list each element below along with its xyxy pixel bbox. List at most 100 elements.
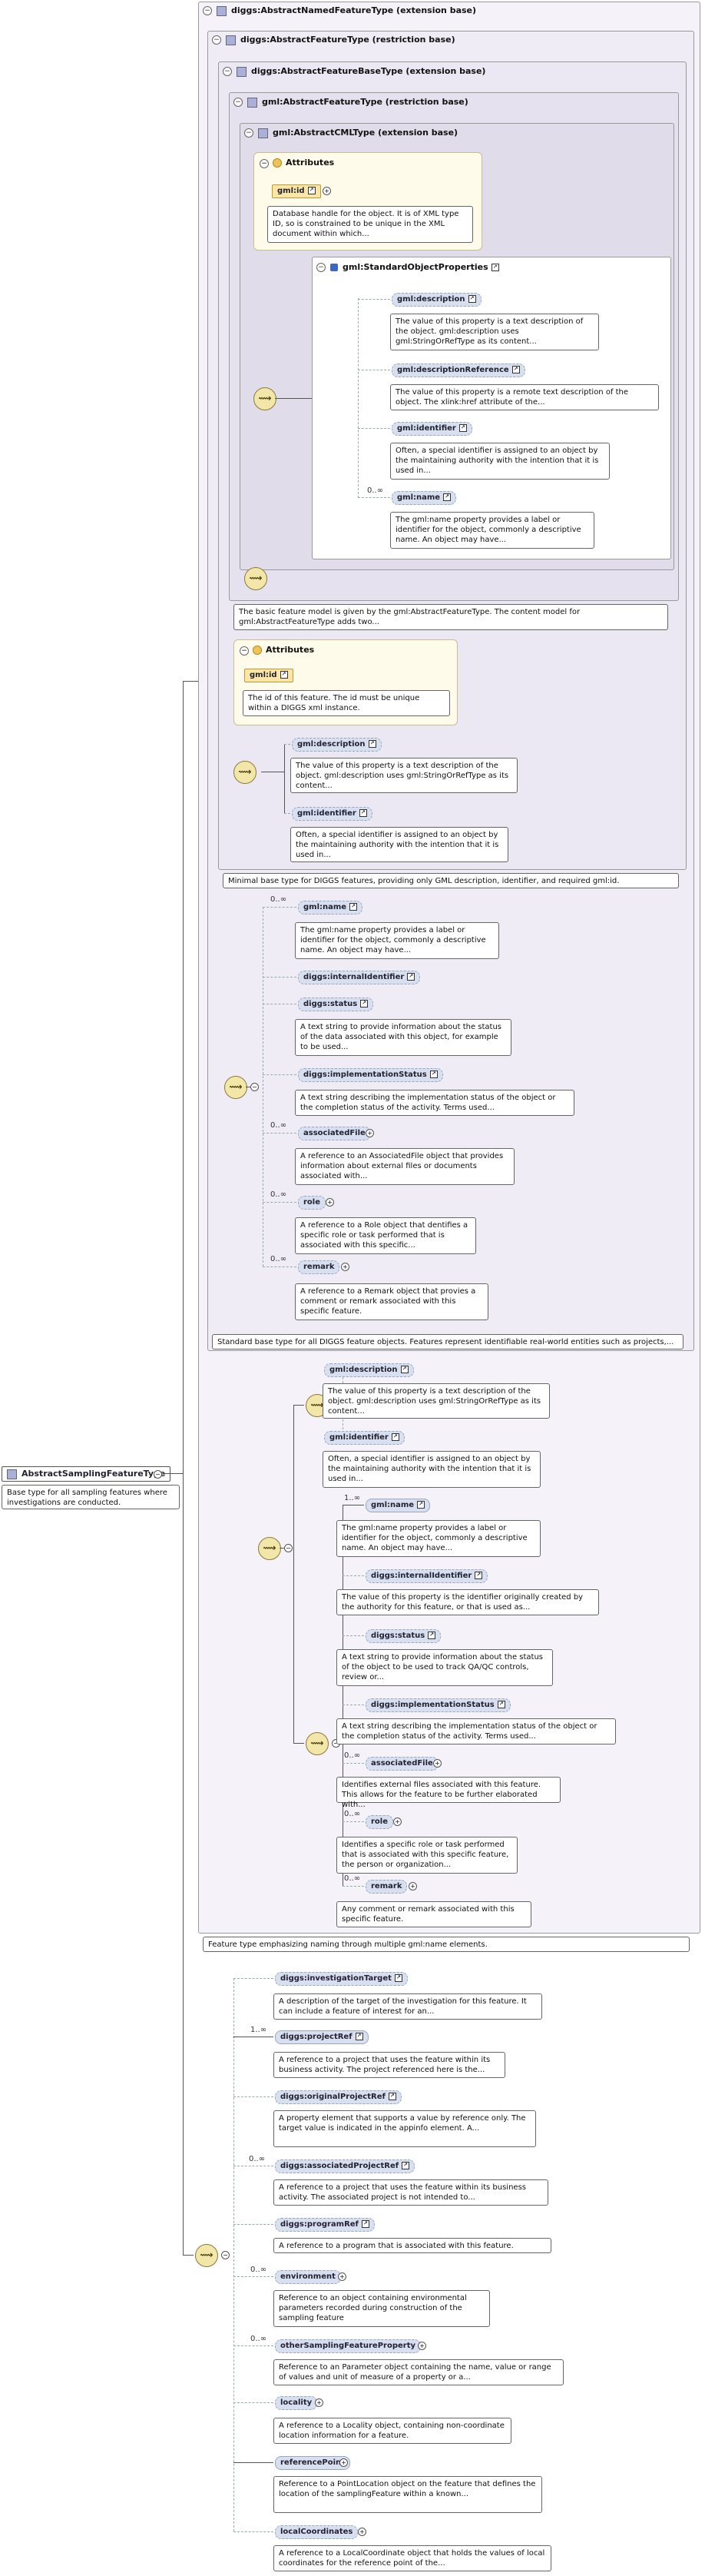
complex-type-icon: [7, 1469, 17, 1479]
element-role[interactable]: role: [366, 1815, 394, 1829]
element-associated-file[interactable]: associatedFile: [366, 1757, 439, 1771]
sequence-compositor-icon[interactable]: ⟿: [253, 387, 276, 410]
attributes-label[interactable]: −Attributes: [260, 158, 334, 168]
element-diggs-internal-identifier[interactable]: diggs:internalIdentifier↗: [298, 971, 421, 984]
reference-icon: ↗: [511, 366, 520, 373]
element-local-coordinates[interactable]: localCoordinates: [275, 2525, 359, 2539]
connector-line: [358, 298, 359, 498]
doc-diggs-implementation-status: A text string describing the implementat…: [336, 1718, 616, 1744]
sequence-compositor-icon[interactable]: ⟿: [244, 567, 267, 590]
expand-icon[interactable]: −: [284, 1544, 293, 1552]
toggle-icon[interactable]: −: [244, 128, 253, 138]
connector-line: [163, 1473, 183, 1474]
element-gml-description[interactable]: gml:description↗: [292, 738, 382, 752]
attributes-label[interactable]: −Attributes: [240, 645, 314, 656]
toggle-icon[interactable]: −: [203, 6, 212, 15]
element-diggs-investigation-target[interactable]: diggs:investigationTarget↗: [275, 1972, 408, 1986]
element-role[interactable]: role: [298, 1196, 326, 1210]
element-reference-point[interactable]: referencePoint: [275, 2456, 350, 2470]
sequence-compositor-icon[interactable]: ⟿: [306, 1732, 329, 1755]
element-gml-identifier[interactable]: gml:identifier↗: [292, 807, 372, 821]
element-environment[interactable]: environment: [275, 2270, 341, 2284]
label-text: diggs:investigationTarget: [280, 1974, 392, 1983]
header-gml-cml[interactable]: −gml:AbstractCMLType (extension base): [244, 128, 458, 138]
doc-gml-name: The gml:name property provides a label o…: [336, 1520, 541, 1557]
sequence-compositor-icon[interactable]: ⟿: [195, 2244, 218, 2267]
cardinality-label: 0..∞: [367, 486, 384, 495]
element-associated-file[interactable]: associatedFile: [298, 1127, 371, 1140]
element-gml-name[interactable]: gml:name↗: [298, 901, 363, 915]
expand-icon[interactable]: −: [154, 1470, 162, 1479]
header-standard-object-properties[interactable]: −gml:StandardObjectProperties↗: [316, 262, 499, 272]
element-remark[interactable]: remark: [366, 1880, 408, 1894]
reference-icon: ↗: [359, 809, 367, 817]
element-diggs-status[interactable]: diggs:status↗: [366, 1629, 442, 1643]
expand-icon[interactable]: +: [366, 1129, 374, 1137]
element-other-sampling-feature-property[interactable]: otherSamplingFeatureProperty: [275, 2339, 422, 2353]
toggle-icon[interactable]: −: [316, 263, 326, 272]
expand-icon[interactable]: +: [338, 2272, 346, 2281]
doc-reference-point: Reference to a PointLocation object on t…: [273, 2476, 542, 2513]
label-text: role: [303, 1198, 321, 1207]
doc-associated-file: Identifies external files associated wit…: [336, 1777, 561, 1809]
toggle-icon[interactable]: −: [223, 67, 232, 76]
element-diggs-project-ref[interactable]: diggs:projectRef↗: [275, 2030, 369, 2044]
expand-icon[interactable]: +: [339, 2458, 348, 2467]
element-remark[interactable]: remark: [298, 1260, 340, 1274]
sequence-compositor-icon[interactable]: ⟿: [224, 1076, 247, 1099]
expand-icon[interactable]: +: [341, 1263, 349, 1271]
connector-line: [233, 2531, 273, 2532]
element-locality[interactable]: locality: [275, 2396, 318, 2410]
attr-gml-id[interactable]: gml:id↗: [244, 669, 293, 682]
toggle-icon[interactable]: −: [240, 646, 249, 656]
reference-icon: ↗: [407, 973, 415, 981]
element-diggs-original-project-ref[interactable]: diggs:originalProjectRef↗: [275, 2090, 402, 2104]
element-gml-identifier[interactable]: gml:identifier↗: [324, 1431, 405, 1445]
complex-type-icon: [258, 128, 268, 138]
label-text: gml:name: [371, 1501, 415, 1509]
attr-gml-id[interactable]: gml:id↗: [272, 184, 321, 198]
reference-icon: ↗: [429, 1071, 438, 1078]
sequence-compositor-icon[interactable]: ⟿: [258, 1537, 281, 1560]
expand-icon[interactable]: +: [418, 2342, 426, 2350]
element-gml-identifier[interactable]: gml:identifier↗: [392, 422, 472, 436]
expand-icon[interactable]: −: [250, 1083, 259, 1091]
element-diggs-associated-project-ref[interactable]: diggs:associatedProjectRef↗: [275, 2159, 415, 2173]
element-diggs-internal-identifier[interactable]: diggs:internalIdentifier↗: [366, 1569, 488, 1583]
label-text: diggs:status: [303, 1000, 358, 1008]
header-feature-base[interactable]: −diggs:AbstractFeatureBaseType (extensio…: [223, 66, 485, 77]
element-diggs-program-ref[interactable]: diggs:programRef↗: [275, 2218, 375, 2232]
element-gml-description-reference[interactable]: gml:descriptionReference↗: [392, 363, 525, 377]
expand-icon[interactable]: +: [315, 2398, 323, 2407]
element-gml-description[interactable]: gml:description↗: [392, 293, 482, 307]
root-type-abstract-sampling-feature[interactable]: AbstractSamplingFeatureType: [2, 1466, 171, 1482]
expand-icon[interactable]: −: [221, 2251, 230, 2259]
toggle-icon[interactable]: −: [212, 35, 221, 45]
label-text: referencePoint: [280, 2458, 345, 2467]
expand-icon[interactable]: +: [433, 1759, 442, 1768]
element-gml-description[interactable]: gml:description↗: [324, 1363, 414, 1377]
expand-icon[interactable]: +: [393, 1817, 402, 1826]
expand-icon[interactable]: +: [323, 187, 331, 195]
doc-gml-identifier: Often, a special identifier is assigned …: [323, 1451, 541, 1488]
sequence-compositor-icon[interactable]: ⟿: [233, 761, 257, 784]
label-text: environment: [280, 2272, 336, 2281]
expand-icon[interactable]: +: [326, 1198, 334, 1207]
header-gml-feature[interactable]: −gml:AbstractFeatureType (restriction ba…: [233, 97, 468, 108]
header-feature[interactable]: −diggs:AbstractFeatureType (restriction …: [212, 35, 455, 45]
label-text: AbstractSamplingFeatureType: [22, 1469, 166, 1479]
toggle-icon[interactable]: −: [260, 159, 269, 168]
toggle-icon[interactable]: −: [233, 98, 243, 107]
label-text: diggs:originalProjectRef: [280, 2093, 386, 2101]
element-gml-name[interactable]: gml:name↗: [366, 1499, 431, 1512]
header-named-feature[interactable]: −diggs:AbstractNamedFeatureType (extensi…: [203, 5, 476, 16]
element-diggs-status[interactable]: diggs:status↗: [298, 998, 374, 1011]
expand-icon[interactable]: +: [409, 1882, 417, 1891]
label-text: diggs:status: [371, 1632, 425, 1640]
connector-line: [183, 681, 198, 682]
cardinality-label: 1..∞: [250, 2026, 267, 2034]
expand-icon[interactable]: +: [358, 2528, 366, 2536]
element-gml-name[interactable]: gml:name↗: [392, 491, 457, 505]
element-diggs-implementation-status[interactable]: diggs:implementationStatus↗: [298, 1068, 443, 1082]
element-diggs-implementation-status[interactable]: diggs:implementationStatus↗: [366, 1698, 511, 1712]
